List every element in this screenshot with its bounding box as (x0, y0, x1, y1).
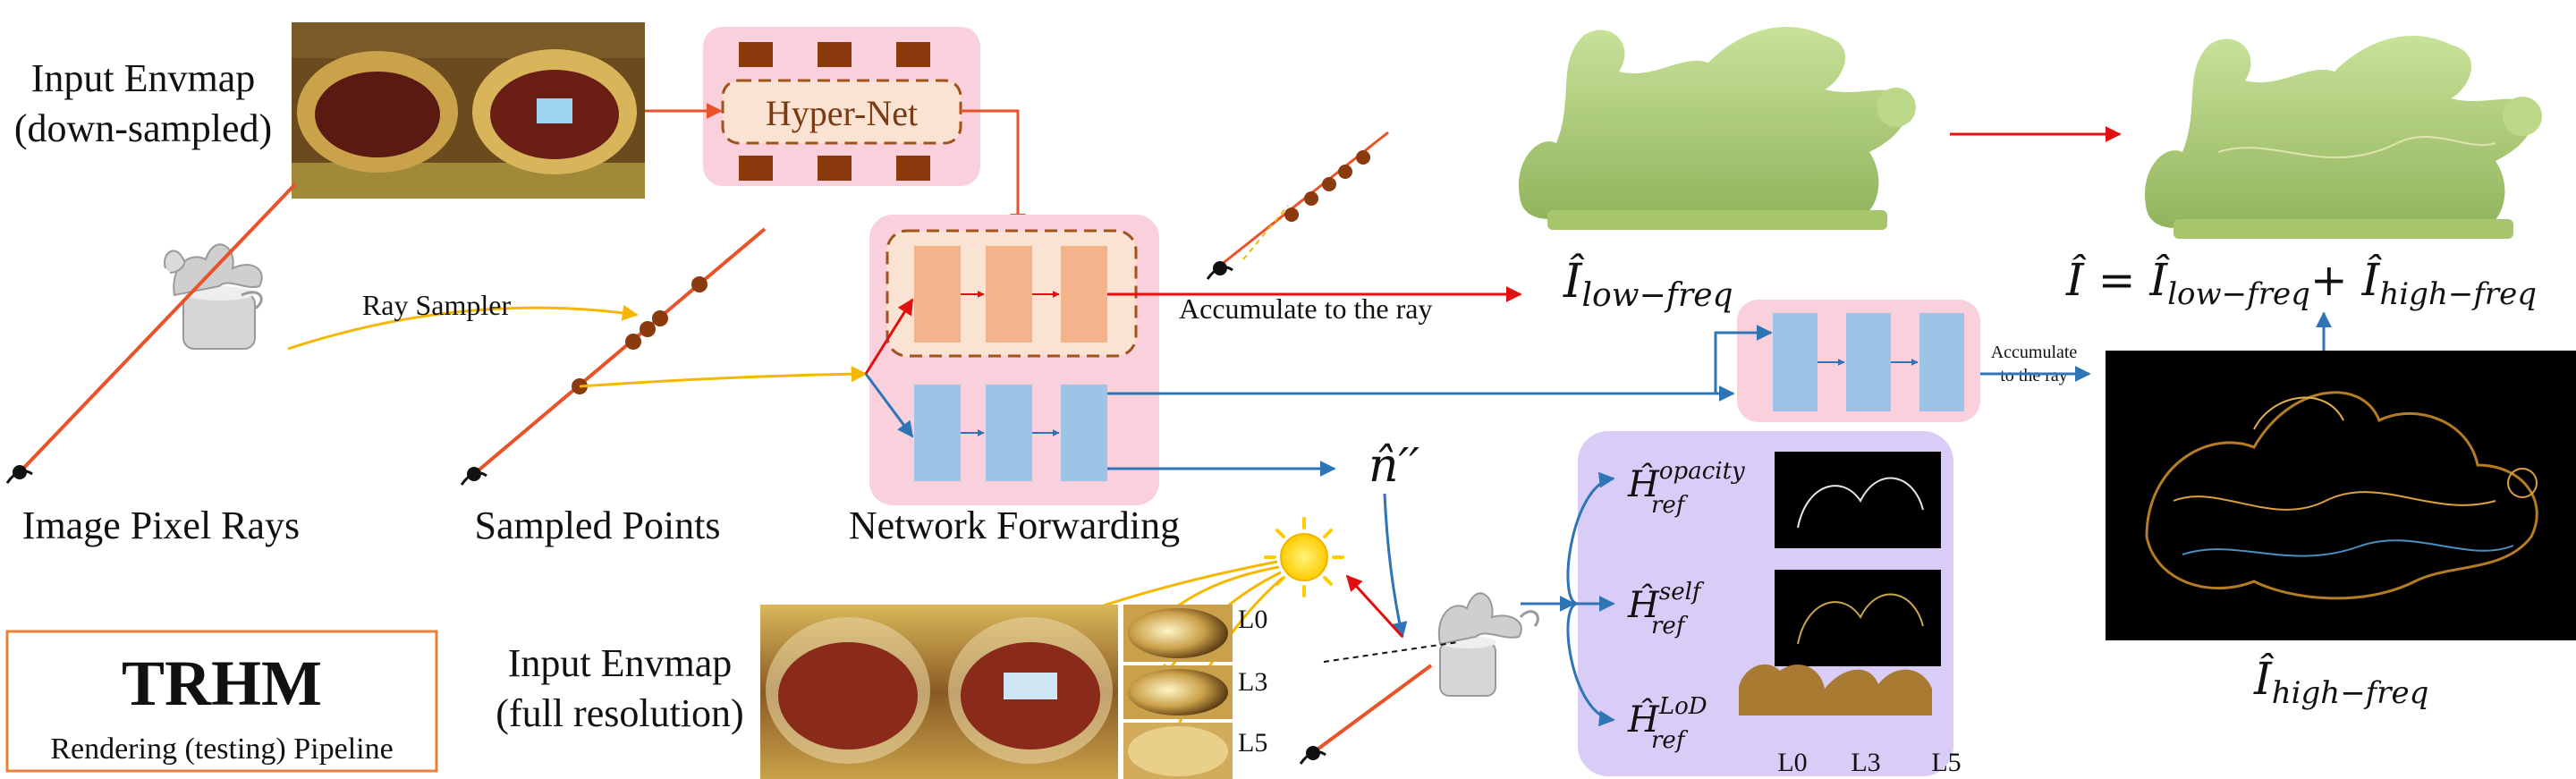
arrow-normal-to-highfreq (1714, 325, 1773, 394)
hypernet-label: Hyper-Net (766, 93, 918, 133)
highfreq-network-module (1737, 300, 1980, 422)
arrow-light-to-object (1345, 574, 1404, 639)
accumulate-small-label-1: Accumulate (1991, 343, 2078, 362)
arrow-hypernet-to-network (961, 109, 1026, 230)
envmap-fullres-image (760, 605, 1118, 779)
lit-object-icon (1437, 592, 1539, 697)
h-opacity-label: Ĥopacity (1627, 458, 1745, 505)
input-envmap-full-label-2: (full resolution) (496, 691, 743, 735)
h-lod-sub: ref (1651, 727, 1689, 754)
h-self-label: Ĥself (1627, 579, 1705, 626)
input-envmap-down-label: Input Envmap (31, 56, 256, 100)
arrow-ray-sampler (287, 304, 639, 351)
trhm-title: TRHM (122, 648, 322, 719)
lod-ball-l3 (1123, 665, 1233, 719)
h-self-sub: ref (1651, 613, 1689, 639)
camera-eye-icon-2 (460, 467, 487, 486)
envmap-level-l3: L3 (1238, 667, 1267, 697)
render-ray-points (1284, 150, 1370, 222)
h-opacity-sub: ref (1651, 492, 1689, 519)
hypernet-module: Hyper-Net (703, 27, 980, 186)
low-freq-render-image (1519, 27, 1916, 230)
accumulate-small-label-2: to the ray (2000, 366, 2068, 385)
input-envmap-full-label: Input Envmap (508, 641, 733, 685)
lod-ball-l0 (1123, 605, 1233, 662)
camera-eye-icon-1 (5, 465, 33, 484)
final-equation: Î = Îlow−freq+ Îhigh−freq (2065, 253, 2537, 312)
arrow-normal-to-object (1383, 493, 1408, 639)
envmap-level-l0: L0 (1238, 605, 1267, 634)
view-ray-dashed (1323, 641, 1459, 663)
pixel-ray-line (18, 182, 297, 474)
trhm-subtitle: Rendering (testing) Pipeline (50, 732, 393, 766)
i-high-freq-label: Îhigh−freq (2253, 652, 2428, 711)
input-envmap-down-label-2: (down-sampled) (14, 106, 272, 150)
sample-points (572, 276, 708, 394)
reference-panel (1578, 431, 1953, 776)
dragon-mesh-icon (164, 243, 263, 350)
network-forwarding-label: Network Forwarding (849, 504, 1180, 547)
accumulate-label: Accumulate to the ray (1179, 292, 1432, 325)
camera-eye-icon-4 (1299, 746, 1326, 765)
camera-eye-icon-3 (1206, 261, 1233, 280)
ray-sampler-label: Ray Sampler (362, 289, 512, 321)
sampled-ray-line (472, 227, 767, 476)
normal-label: n̂′′ (1368, 439, 1419, 493)
sampled-points-label: Sampled Points (474, 504, 720, 547)
lod-ball-l5 (1123, 723, 1233, 779)
view-ray-line (1313, 664, 1433, 753)
lod-level-l5: L5 (1931, 748, 1961, 777)
final-render-image (2145, 36, 2542, 239)
high-freq-render-image (2106, 351, 2576, 640)
envmap-downsampled-image (292, 22, 645, 199)
image-pixel-rays-label: Image Pixel Rays (22, 504, 300, 547)
render-ray-dash (1242, 205, 1289, 260)
network-module (864, 215, 1159, 505)
i-low-freq-label: Îlow−freq (1563, 253, 1733, 314)
lod-level-l0: L0 (1777, 748, 1807, 777)
envmap-level-l5: L5 (1238, 728, 1267, 758)
arrow-points-to-network (579, 366, 868, 388)
h-lod-label: ĤLoD (1627, 693, 1707, 741)
lod-level-l3: L3 (1851, 748, 1880, 777)
trhm-legend-box (5, 630, 438, 773)
